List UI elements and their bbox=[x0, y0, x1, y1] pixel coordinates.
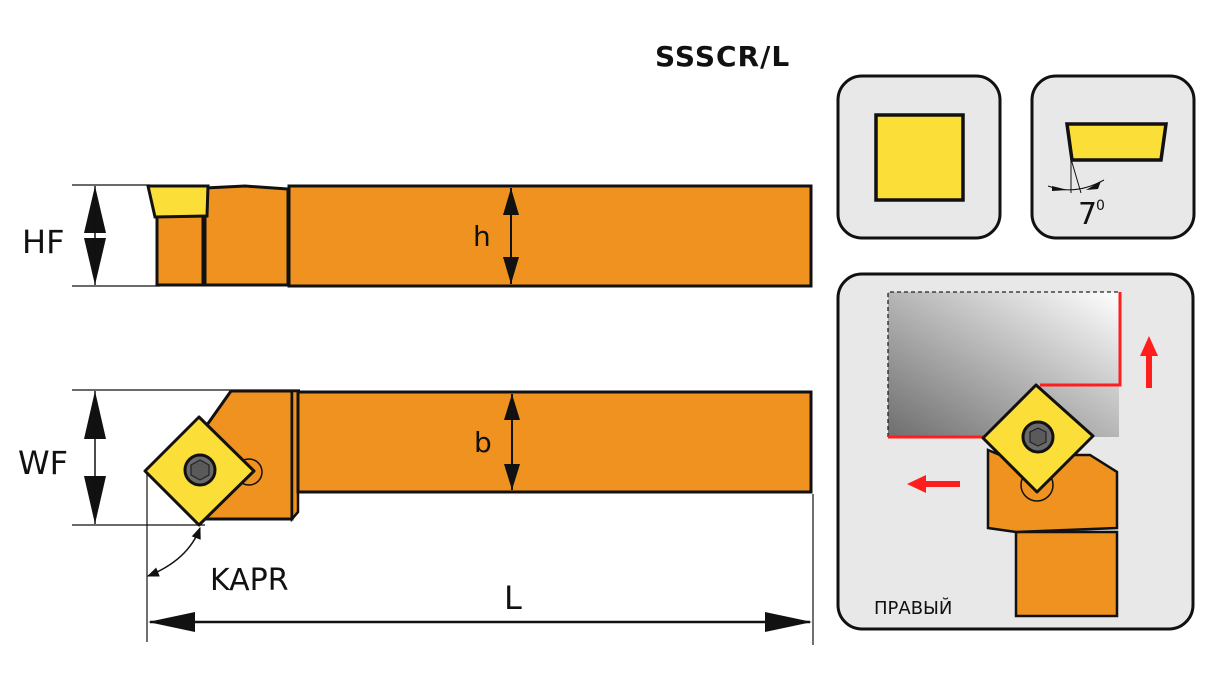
angle-clearance-line bbox=[1070, 158, 1082, 194]
feed-arrow-left-icon bbox=[907, 475, 960, 493]
wf-dimension-arrow bbox=[84, 391, 106, 524]
hf-label: HF bbox=[22, 223, 64, 261]
holder-shank bbox=[1014, 530, 1119, 618]
square-insert-icon bbox=[874, 113, 965, 202]
b-label: b bbox=[474, 426, 492, 459]
kapr-label: KAPR bbox=[210, 563, 289, 598]
kapr-angle-arrow bbox=[146, 526, 201, 577]
head-block bbox=[203, 184, 290, 287]
clearance-angle-panel: 7 0 bbox=[1030, 74, 1196, 240]
clearance-angle-value: 7 bbox=[1078, 197, 1097, 232]
hex-socket-icon bbox=[190, 459, 210, 481]
angle-arrow-left bbox=[1052, 186, 1068, 191]
shank-side bbox=[287, 184, 813, 288]
hand-label: ПРАВЫЙ bbox=[874, 597, 952, 619]
feed-arrow-up-icon bbox=[1140, 336, 1158, 388]
insert-side bbox=[146, 184, 210, 219]
b-dimension-arrow bbox=[504, 394, 520, 490]
l-label: L bbox=[504, 579, 522, 617]
machined-shoulder-line bbox=[1040, 292, 1122, 387]
head-support bbox=[155, 213, 205, 287]
shank-top bbox=[296, 390, 813, 494]
insert-profile-icon bbox=[1064, 122, 1169, 162]
top-view: WF b KAPR L bbox=[18, 389, 814, 645]
hf-dimension-arrow bbox=[84, 186, 106, 285]
side-view: HF h bbox=[22, 184, 813, 288]
angle-arrow-right bbox=[1086, 181, 1101, 190]
h-label: h bbox=[473, 220, 491, 253]
hex-socket-icon bbox=[1029, 427, 1047, 447]
h-dimension-arrow bbox=[503, 188, 519, 284]
insert-shape-panel bbox=[836, 74, 1002, 240]
model-title: SSSCR/L bbox=[655, 40, 790, 73]
wf-label: WF bbox=[18, 444, 68, 482]
workpiece bbox=[888, 292, 1119, 437]
l-dimension-arrow bbox=[148, 612, 812, 632]
application-panel: ПРАВЫЙ bbox=[836, 272, 1195, 631]
degree-mark: 0 bbox=[1096, 198, 1105, 214]
